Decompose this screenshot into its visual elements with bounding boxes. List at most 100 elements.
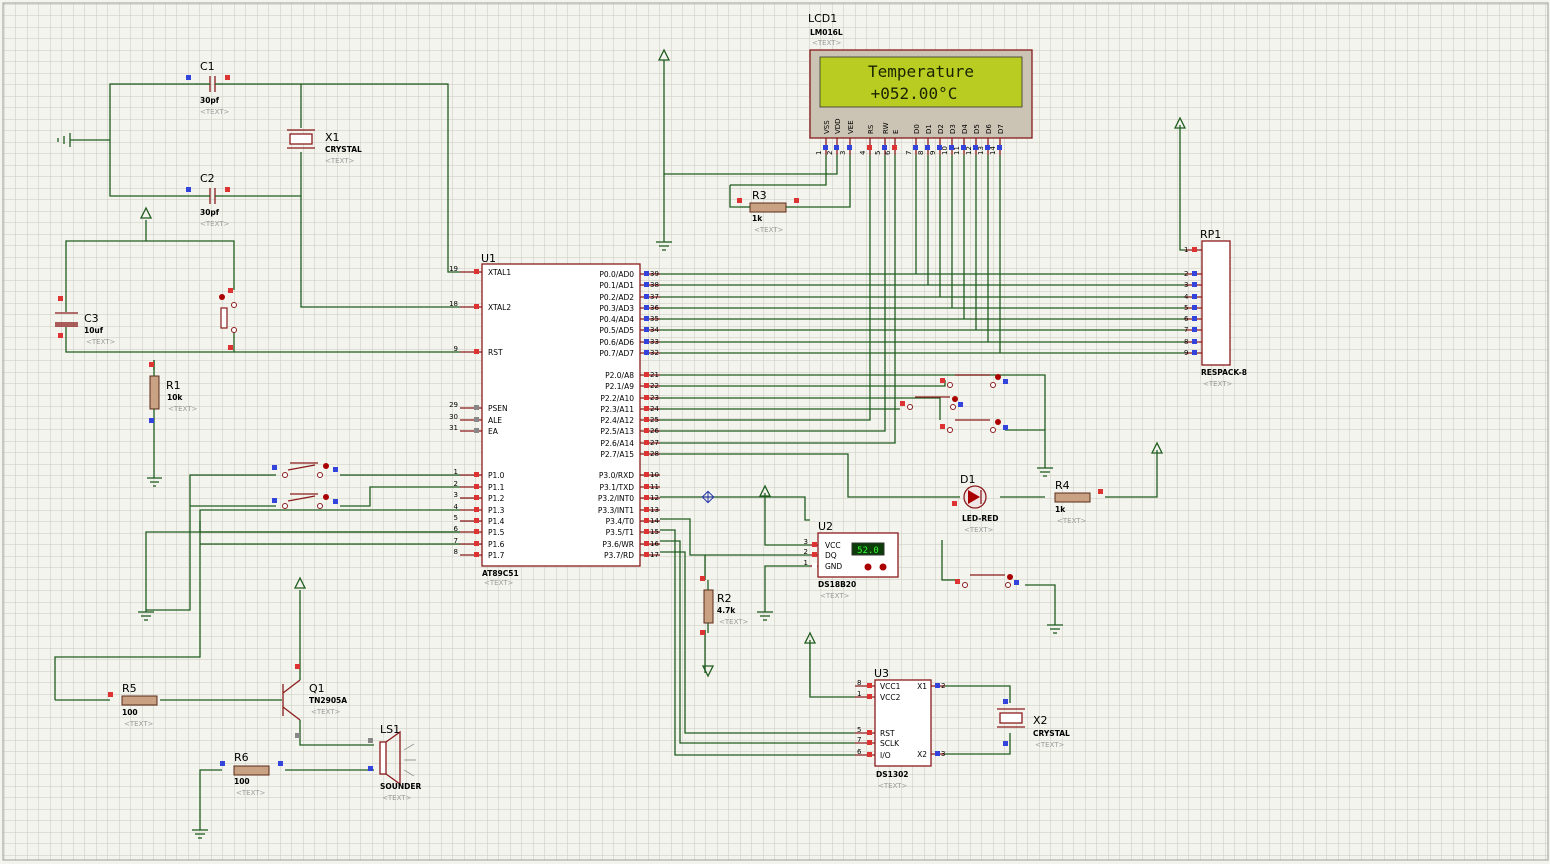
rp1-pin-marker: [1192, 316, 1197, 321]
d1-text: <TEXT>: [964, 526, 994, 534]
reset-button[interactable]: [219, 288, 237, 350]
u2-pin-marker: [812, 542, 817, 547]
u1-pin-marker: [644, 271, 649, 276]
u1-pin-name: P3.4/T0: [606, 517, 635, 526]
lcd1-screen: [819, 56, 1023, 108]
x1-component[interactable]: X1 CRYSTAL <TEXT>: [287, 129, 362, 165]
gnd-p3: [1047, 624, 1063, 634]
rp1-part: RESPACK-8: [1201, 368, 1247, 377]
u1-pin-number: 3: [454, 491, 458, 499]
q1-ref: Q1: [309, 682, 325, 695]
u3-pin-name: VCC1: [880, 682, 901, 691]
lcd1-line1: Temperature: [868, 62, 974, 81]
d1-part: LED-RED: [962, 514, 999, 523]
u1-pin-number: 36: [650, 304, 659, 312]
d1-component[interactable]: D1 LED-RED <TEXT>: [952, 473, 999, 534]
u1-pin-number: 34: [650, 326, 659, 334]
u1-pin-number: 5: [454, 514, 458, 522]
u1-pin-marker: [644, 395, 649, 400]
lcd1-component[interactable]: LCD1 LM016L <TEXT> Temperature +052.00°C…: [808, 12, 1033, 155]
lcd1-pin-number: 11: [953, 146, 961, 155]
button-p1-1[interactable]: [272, 493, 338, 509]
u3-pin-number: 2: [941, 682, 945, 690]
r1-value: 10k: [167, 393, 183, 402]
r1-component[interactable]: R1 10k <TEXT>: [149, 360, 198, 425]
ls1-ref: LS1: [380, 723, 400, 736]
u2-pin-name: DQ: [825, 551, 837, 560]
r5-text: <TEXT>: [124, 720, 154, 728]
u1-pin-marker: [474, 417, 479, 422]
button-p2-c[interactable]: [940, 419, 1008, 433]
u1-pin-number: 14: [650, 517, 659, 525]
button-p2-b[interactable]: [900, 396, 963, 410]
u1-pin-name: P2.2/A10: [600, 394, 634, 403]
r6-component[interactable]: R6 100 <TEXT>: [220, 751, 283, 797]
u1-pin-name: XTAL1: [488, 268, 511, 277]
u1-pin-number: 33: [650, 338, 659, 346]
lcd1-pin-number: 12: [965, 146, 973, 155]
c3-component[interactable]: C3 10uf <TEXT>: [55, 296, 116, 346]
u1-pin-name: P3.6/WR: [602, 540, 634, 549]
q1-component[interactable]: Q1 TN2905A <TEXT>: [282, 664, 347, 738]
u1-pin-name: P2.5/A13: [600, 427, 634, 436]
r1-ref: R1: [166, 379, 181, 392]
u3-pin-name: VCC2: [880, 693, 901, 702]
u1-pin-marker: [474, 552, 479, 557]
probe-marker: [701, 490, 715, 504]
u1-pin-number: 22: [650, 382, 659, 390]
r3-ref: R3: [752, 189, 767, 202]
vcc-r2: [701, 665, 715, 678]
u1-pin-number: 28: [650, 450, 659, 458]
c1-component[interactable]: C1 30pf <TEXT>: [186, 60, 230, 116]
u1-pin-number: 16: [650, 540, 659, 548]
ls1-part: SOUNDER: [380, 782, 421, 791]
rp1-pin-marker: [1192, 247, 1197, 252]
r2-value: 4.7k: [717, 606, 736, 615]
vcc-r4: [1150, 441, 1164, 454]
u1-pin-marker: [644, 529, 649, 534]
u3-pin-name: I/O: [880, 751, 891, 760]
x2-component[interactable]: X2 CRYSTAL <TEXT>: [997, 699, 1070, 749]
u1-pin-marker: [644, 383, 649, 388]
button-p1-0[interactable]: [272, 462, 338, 478]
rp1-pin-marker: [1192, 271, 1197, 276]
r5-ref: R5: [122, 682, 137, 695]
lcd1-pin-marker: [973, 145, 978, 150]
u1-pin-number: 32: [650, 349, 659, 357]
u1-pin-number: 31: [449, 424, 458, 432]
r2-component[interactable]: R2 4.7k <TEXT>: [700, 576, 749, 635]
r5-component[interactable]: R5 100 <TEXT>: [108, 682, 158, 728]
lcd1-pin-marker: [882, 145, 887, 150]
button-p2-a[interactable]: [940, 374, 1008, 388]
lcd1-pin-marker: [867, 145, 872, 150]
c2-component[interactable]: C2 30pf <TEXT>: [186, 172, 230, 228]
r4-component[interactable]: R4 1k <TEXT>: [1054, 479, 1103, 525]
lcd1-pin-number: 9: [929, 151, 937, 155]
u1-pin-number: 11: [650, 483, 659, 491]
vcc-reset: [139, 206, 153, 219]
u1-pin-marker: [474, 349, 479, 354]
u1-pin-name: P0.1/AD1: [599, 281, 634, 290]
u1-pin-marker: [474, 405, 479, 410]
u1-pin-name: P1.7: [488, 551, 505, 560]
u1-pin-marker: [474, 472, 479, 477]
u1-pin-name: P3.7/RD: [604, 551, 634, 560]
x1-part: CRYSTAL: [325, 145, 362, 154]
r3-component[interactable]: R3 1k <TEXT>: [737, 189, 799, 234]
u1-pin-marker: [474, 495, 479, 500]
u2-pin-marker: [812, 552, 817, 557]
u1-pin-number: 9: [454, 345, 458, 353]
ls1-text: <TEXT>: [382, 794, 412, 802]
lcd1-text: <TEXT>: [812, 39, 842, 47]
ls1-component[interactable]: LS1 SOUNDER <TEXT>: [368, 723, 421, 802]
u3-pin-name: SCLK: [880, 739, 900, 748]
button-p3[interactable]: [955, 574, 1019, 588]
u1-pin-name: P0.7/AD7: [599, 349, 634, 358]
lcd1-pin-name: VDD: [834, 118, 842, 134]
u1-pin-number: 17: [650, 551, 659, 559]
